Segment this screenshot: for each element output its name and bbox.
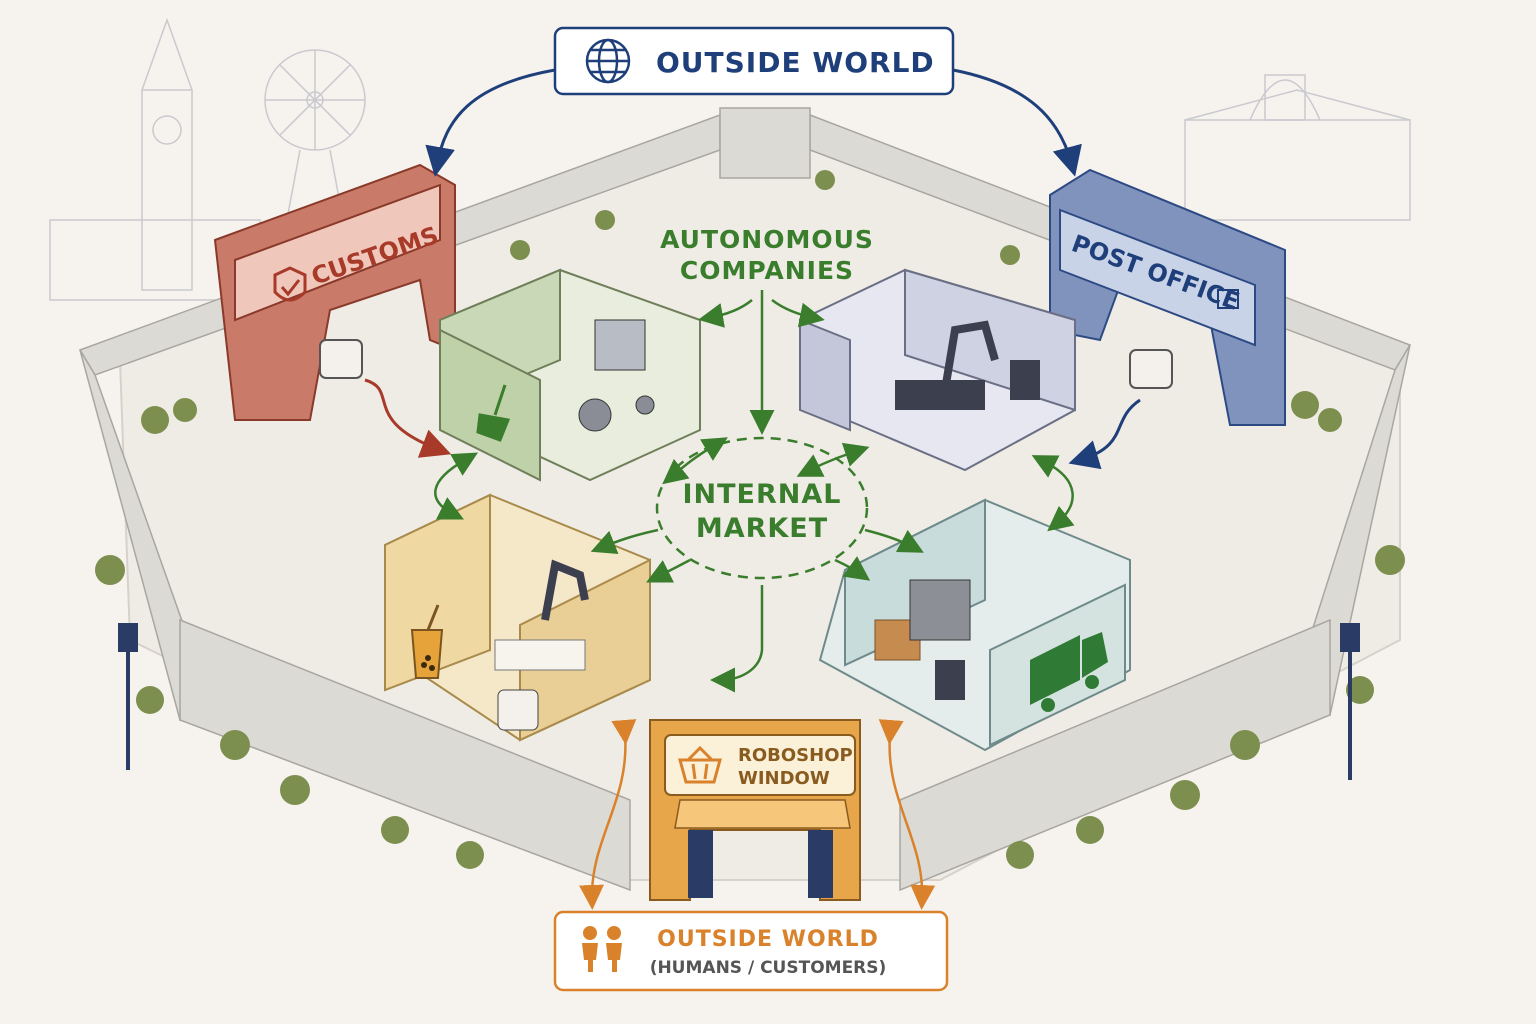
internal-market: INTERNAL MARKET [655, 436, 869, 580]
bottom-line2: (HUMANS / CUSTOMERS) [650, 958, 887, 978]
truck-icon [1030, 632, 1108, 712]
company-logistics [818, 498, 1131, 752]
package-icon [1217, 289, 1239, 309]
autonomous-line2: COMPANIES [680, 256, 854, 285]
roboshop-line2: WINDOW [738, 768, 830, 789]
palace-sketch [1184, 74, 1411, 221]
market-line1: INTERNAL [683, 479, 842, 510]
autonomous-line1: AUTONOMOUS [660, 225, 874, 254]
bottom-line1: OUTSIDE WORLD [657, 927, 879, 952]
market-line2: MARKET [696, 513, 828, 544]
outside-world-top-box: OUTSIDE WORLD [553, 26, 955, 96]
customs-gate: CUSTOMS [213, 163, 456, 421]
street-lamps [118, 623, 1360, 780]
trees [95, 170, 1405, 869]
company-manufacturing [799, 268, 1076, 472]
roboshop-line1: ROBOSHOP [738, 745, 853, 766]
arrow-outside-to-customs [425, 68, 556, 177]
arrow-customs-to-market [364, 378, 452, 458]
outside-world-top-label: OUTSIDE WORLD [656, 46, 935, 79]
shop-awning [674, 799, 851, 829]
delivery-robot [1129, 349, 1173, 389]
roboshop-gate: ROBOSHOP WINDOW [649, 719, 861, 901]
company-cleaning [439, 268, 701, 482]
company-bubble-tea [384, 493, 651, 742]
basket-icon [678, 745, 722, 784]
bubble-tea-icon [410, 604, 444, 679]
post-office-gate: POST OFFICE [1049, 168, 1286, 426]
perimeter-wall [78, 107, 1412, 892]
outside-world-bottom-box: OUTSIDE WORLD (HUMANS / CUSTOMERS) [553, 910, 949, 992]
arrow-outside-to-post-office [952, 68, 1082, 177]
customer-arrows [579, 719, 936, 910]
delivery-robot [319, 339, 363, 379]
market-arrows [434, 290, 1075, 693]
globe-icon [585, 38, 631, 84]
people-icon [582, 926, 622, 972]
arrow-post-office-to-market [1068, 398, 1141, 470]
shield-check-icon [273, 266, 307, 302]
broom-icon [476, 384, 511, 442]
